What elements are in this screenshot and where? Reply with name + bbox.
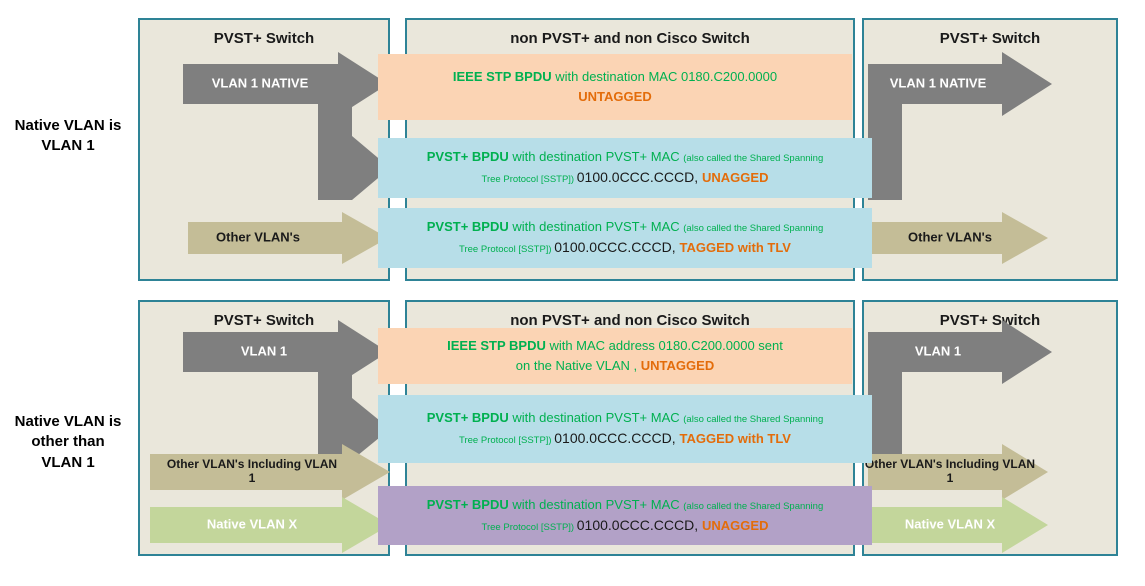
right-panel-title: PVST+ Switch	[939, 30, 1041, 47]
gray-branch-bar-left-icon	[318, 84, 352, 200]
ieee-stp-bpdu-box: IEEE STP BPDU with MAC address 0180.C200…	[378, 328, 852, 384]
tan-arrow-label-right: Other VLAN's	[908, 229, 992, 245]
bpdu-text: with destination PVST+ MAC	[508, 496, 684, 512]
tan-arrow-right-icon	[868, 212, 1048, 264]
bpdu-note: (also called the Shared Spanning	[683, 223, 824, 235]
bpdu-text: with destination PVST+ MAC	[508, 410, 684, 426]
bpdu-note: (also called the Shared Spanning	[683, 414, 824, 426]
bpdu-mac: 0100.0CCC.CCCD,	[554, 430, 680, 447]
gray-branch-bar-left-icon	[318, 352, 352, 460]
bpdu-note: (also called the Shared Spanning	[683, 153, 824, 165]
scenario-label-native-other: Native VLAN is other than VLAN 1	[14, 413, 122, 471]
bpdu-box-line: PVST+ BPDU with destination PVST+ MAC (a…	[386, 495, 864, 515]
tan-arrow-label-left: Other VLAN's	[216, 229, 300, 245]
green-arrow-label-left: Native VLAN X	[206, 516, 298, 532]
bpdu-name: PVST+ BPDU	[426, 496, 509, 512]
bpdu-note: (also called the Shared Spanning	[683, 500, 824, 512]
bpdu-note: Tree Protocol [SSTP])	[481, 521, 577, 533]
bpdu-name: PVST+ BPDU	[426, 410, 509, 426]
bpdu-mac: 0100.0CCC.CCCD,	[554, 239, 680, 256]
gray-arrow-right-icon	[868, 52, 1052, 116]
bpdu-text: with destination PVST+ MAC	[508, 149, 684, 165]
row2-arrows	[150, 320, 1052, 553]
middle-panel-title: non PVST+ and non Cisco Switch	[510, 30, 750, 47]
middle-panel-title: non PVST+ and non Cisco Switch	[510, 312, 750, 329]
bpdu-box-line: Tree Protocol [SSTP]) 0100.0CCC.CCCD, UN…	[386, 167, 864, 189]
bpdu-name: IEEE STP BPDU	[452, 68, 552, 84]
bpdu-tag: UNAGGED	[702, 517, 769, 533]
gray-arrow-label-right: VLAN 1 NATIVE	[889, 75, 987, 91]
tan-arrow-left-icon	[188, 212, 388, 264]
gray-arrow-right-icon	[868, 320, 1052, 384]
gray-branch-head-left-icon	[352, 136, 390, 200]
green-arrow-left-icon	[150, 497, 390, 553]
bpdu-mac: 0100.0CCC.CCCD,	[576, 516, 703, 533]
scenario-label-native-vlan1: Native VLAN is VLAN 1	[14, 117, 122, 155]
bpdu-text: with destination PVST+ MAC	[508, 219, 684, 235]
bpdu-mac: 0100.0CCC.CCCD,	[576, 169, 703, 186]
gray-arrow-label-right: VLAN 1	[914, 343, 962, 359]
tan-arrow-label-left: Other VLAN's Including VLAN 1	[166, 457, 338, 485]
scenario-row-native-other-vlan: Native VLAN is other than VLAN 1 PVST+ S…	[0, 300, 1145, 558]
bpdu-box-line: IEEE STP BPDU with destination MAC 0180.…	[386, 67, 844, 87]
gray-arrow-label-left: VLAN 1 NATIVE	[211, 75, 309, 91]
bpdu-name: IEEE STP BPDU	[447, 337, 546, 353]
bpdu-text: on the Native VLAN ,	[515, 358, 641, 373]
bpdu-box-line: Tree Protocol [SSTP]) 0100.0CCC.CCCD, TA…	[386, 237, 864, 259]
bpdu-note: Tree Protocol [SSTP])	[459, 244, 555, 256]
tan-arrow-right-icon	[868, 444, 1048, 500]
bpdu-tag: TAGGED with TLV	[679, 431, 791, 447]
bpdu-tag: UNAGGED	[702, 170, 769, 186]
pvst-bpdu-tagged-box: PVST+ BPDU with destination PVST+ MAC (a…	[378, 208, 872, 268]
bpdu-box-line: PVST+ BPDU with destination PVST+ MAC (a…	[386, 408, 864, 428]
bpdu-name: PVST+ BPDU	[426, 219, 509, 235]
gray-merge-bar-right-icon	[868, 352, 902, 460]
bpdu-tag: TAGGED with TLV	[679, 240, 791, 256]
pvst-bpdu-unagged-native-box: PVST+ BPDU with destination PVST+ MAC (a…	[378, 486, 872, 545]
bpdu-box-line: IEEE STP BPDU with MAC address 0180.C200…	[386, 336, 844, 356]
bpdu-note: Tree Protocol [SSTP])	[459, 435, 555, 447]
gray-arrow-label-left: VLAN 1	[240, 343, 288, 359]
left-panel-title: PVST+ Switch	[213, 312, 315, 329]
tan-arrow-left-icon	[150, 444, 390, 500]
bpdu-tag: UNTAGGED	[578, 89, 652, 104]
bpdu-text: with MAC address 0180.C200.0000 sent	[545, 337, 783, 353]
bpdu-name: PVST+ BPDU	[426, 149, 509, 165]
left-panel-title: PVST+ Switch	[213, 30, 315, 47]
tan-arrow-label-right: Other VLAN's Including VLAN 1	[864, 457, 1036, 485]
ieee-stp-bpdu-box: IEEE STP BPDU with destination MAC 0180.…	[378, 54, 852, 120]
green-arrow-right-icon	[868, 497, 1048, 553]
gray-branch-head-left-icon	[352, 398, 390, 460]
bpdu-box-line: on the Native VLAN , UNTAGGED	[386, 356, 844, 376]
pvst-bpdu-tagged-box: PVST+ BPDU with destination PVST+ MAC (a…	[378, 395, 872, 463]
bpdu-tag: UNTAGGED	[640, 358, 715, 373]
pvst-bpdu-untagged-box: PVST+ BPDU with destination PVST+ MAC (a…	[378, 138, 872, 198]
right-panel-title: PVST+ Switch	[939, 312, 1041, 329]
bpdu-box-line: PVST+ BPDU with destination PVST+ MAC (a…	[386, 217, 864, 237]
bpdu-box-line: UNTAGGED	[386, 87, 844, 107]
bpdu-note: Tree Protocol [SSTP])	[481, 174, 577, 186]
scenario-row-native-vlan1: Native VLAN is VLAN 1 PVST+ Switch non P…	[0, 18, 1145, 283]
bpdu-text: with destination MAC 0180.C200.0000	[551, 68, 778, 84]
gray-merge-bar-right-icon	[868, 84, 902, 200]
bpdu-box-line: Tree Protocol [SSTP]) 0100.0CCC.CCCD, TA…	[386, 428, 864, 450]
bpdu-box-line: PVST+ BPDU with destination PVST+ MAC (a…	[386, 147, 864, 167]
green-arrow-label-right: Native VLAN X	[904, 516, 996, 532]
row1-arrows	[183, 52, 1052, 264]
bpdu-box-line: Tree Protocol [SSTP]) 0100.0CCC.CCCD, UN…	[386, 515, 864, 537]
